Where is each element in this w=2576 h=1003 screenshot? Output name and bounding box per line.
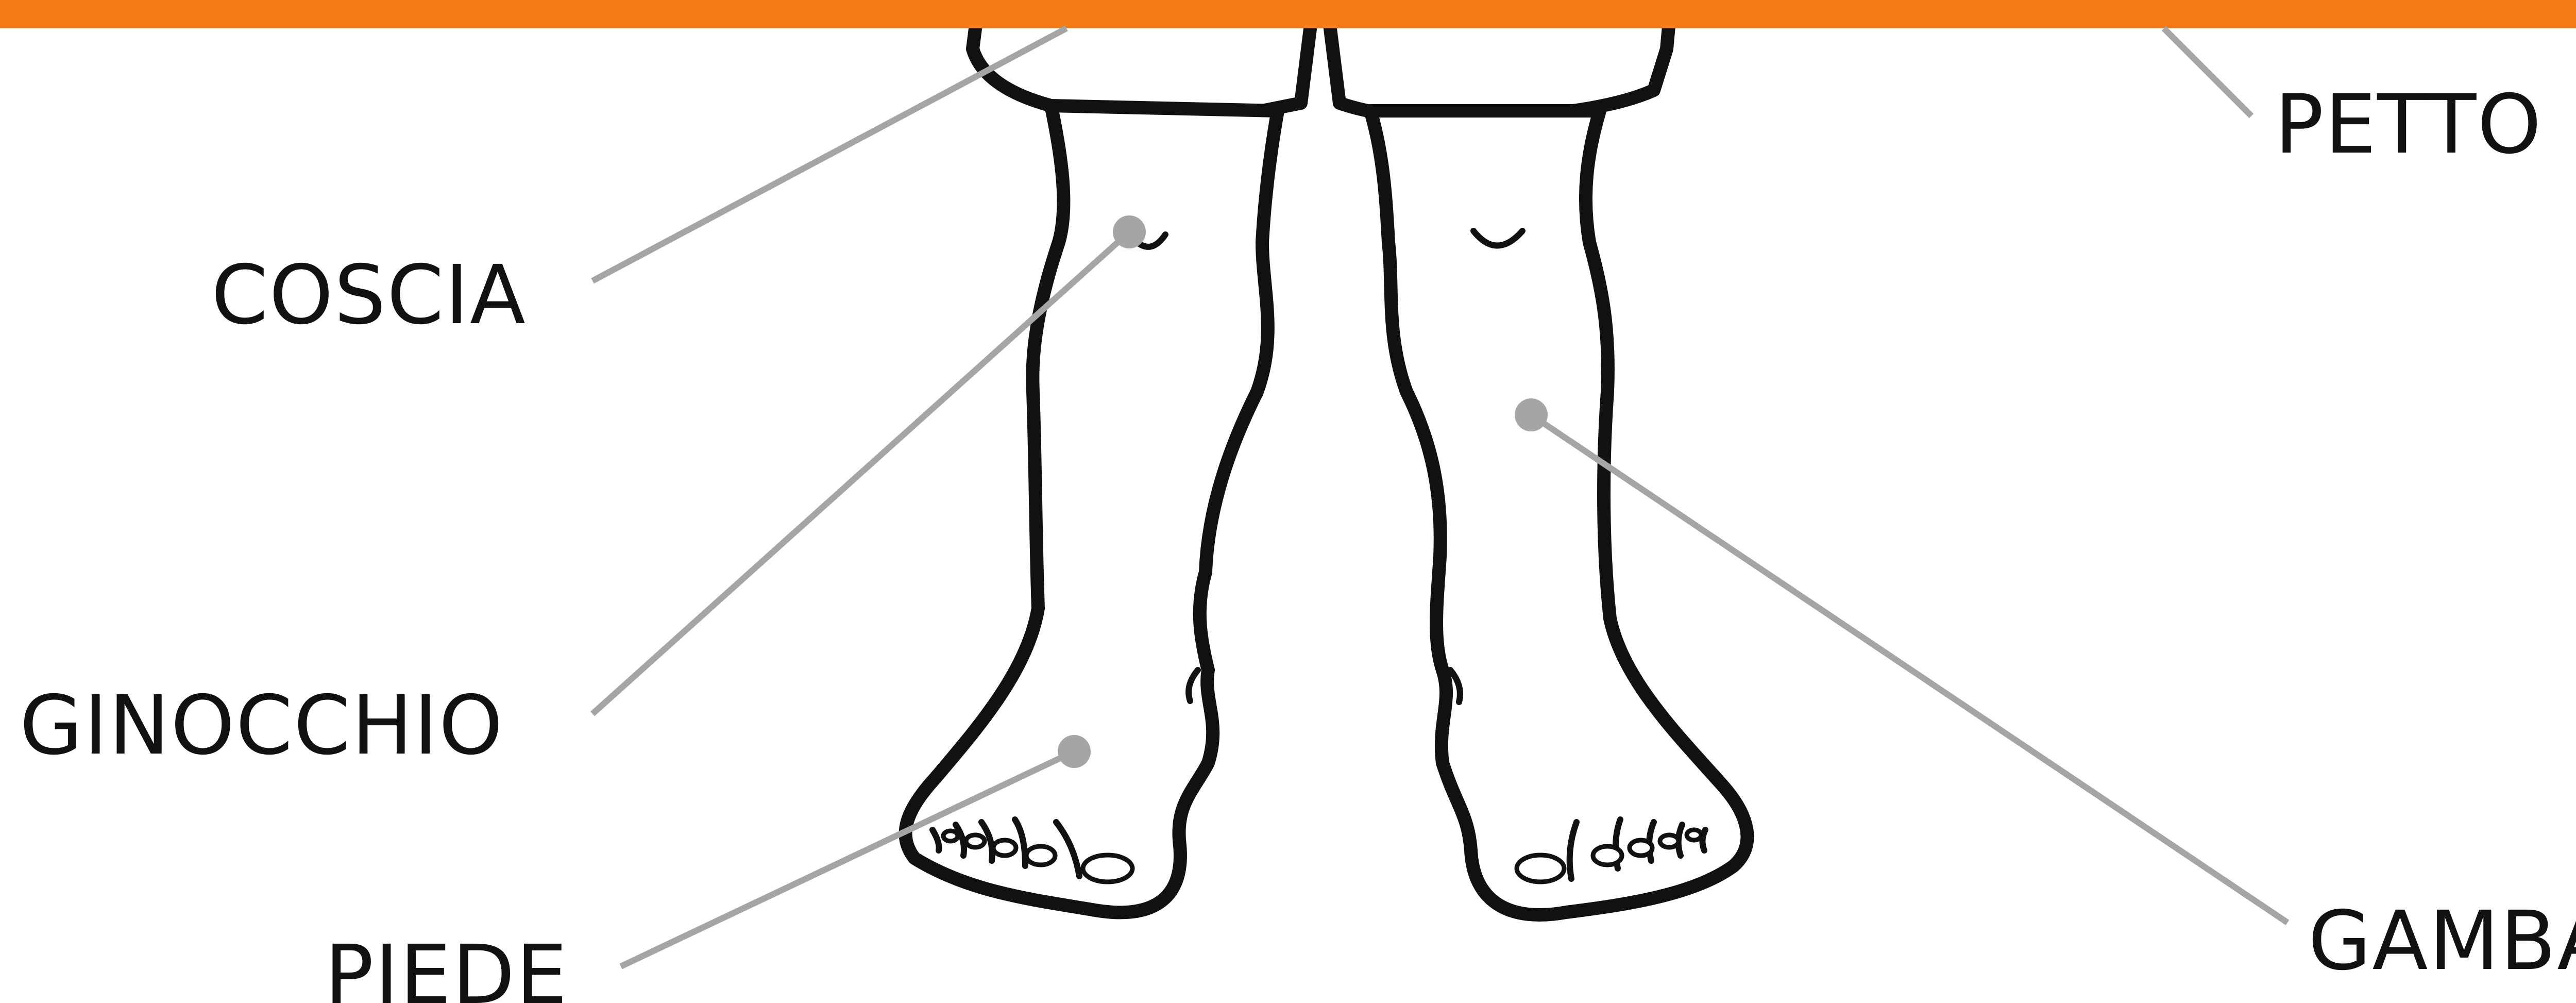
- label-gamba: GAMBA: [2308, 894, 2576, 989]
- label-petto: PETTO: [2275, 77, 2543, 172]
- label-piede: PIEDE: [325, 928, 568, 1003]
- right-leg: [1370, 111, 1747, 915]
- petto-leader: [2164, 28, 2251, 116]
- ginocchio-dot: [1113, 215, 1146, 248]
- top-band: [0, 0, 2576, 28]
- legs-illustration: [906, 21, 1748, 915]
- piede-dot: [1058, 735, 1091, 768]
- coscia-leader: [592, 28, 1066, 281]
- label-ginocchio: GINOCCHIO: [20, 678, 504, 773]
- gamba-dot: [1515, 398, 1548, 431]
- label-coscia: COSCIA: [211, 248, 527, 343]
- left-leg: [906, 106, 1278, 912]
